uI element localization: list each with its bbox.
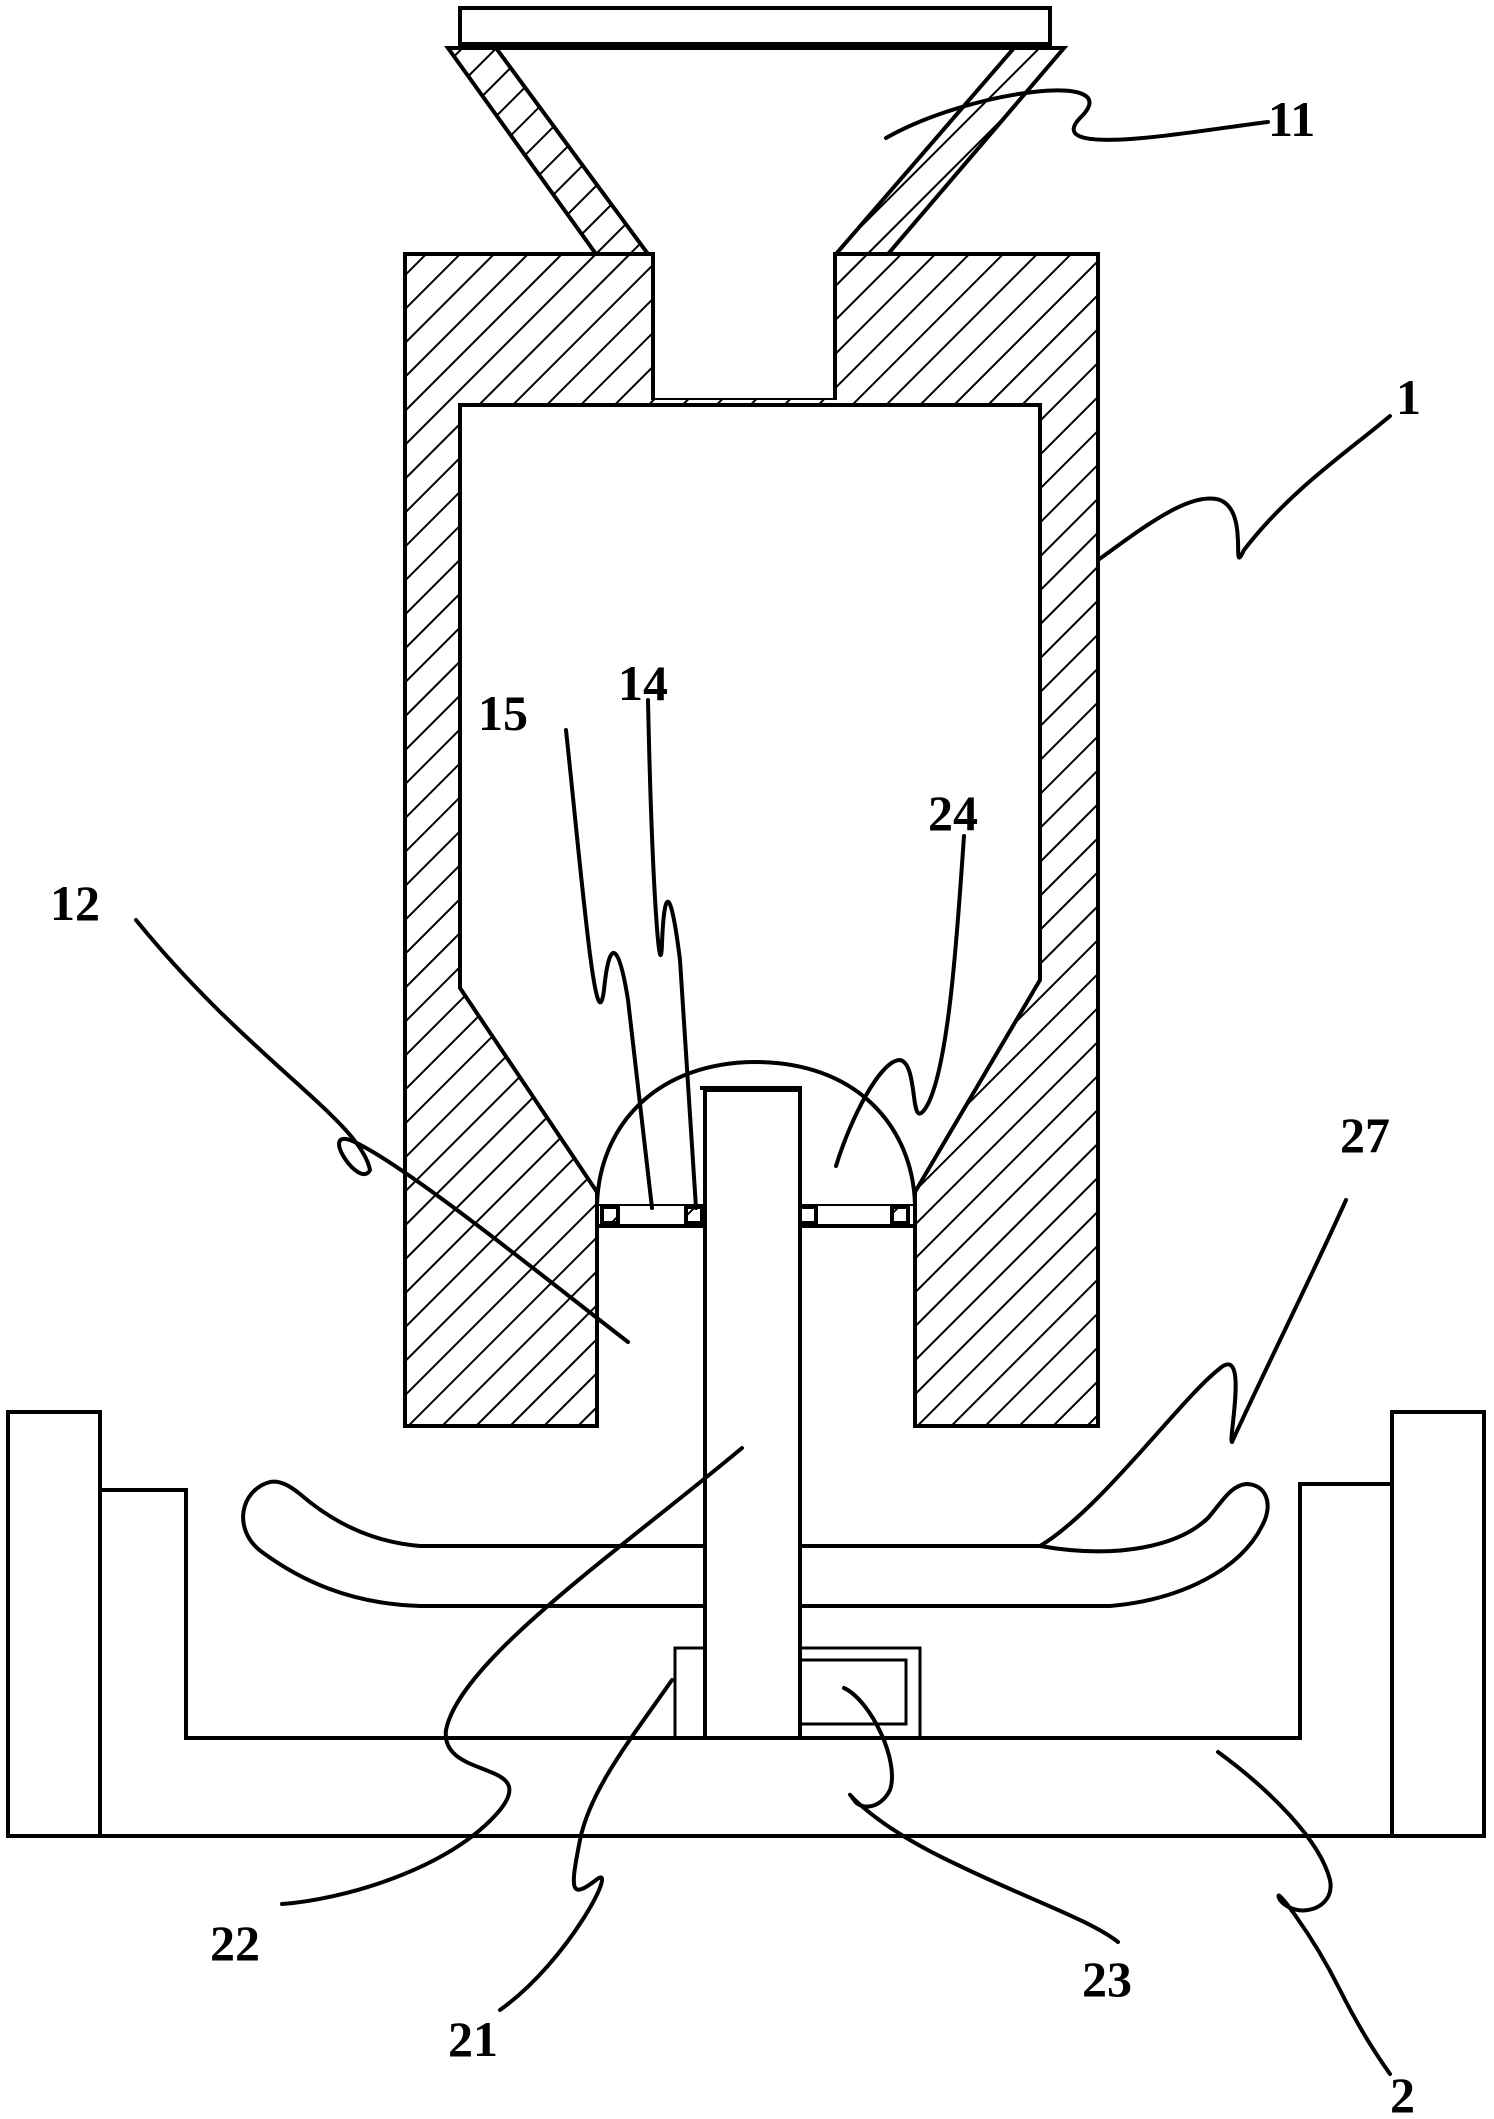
leader-2 xyxy=(1216,1750,1392,2076)
label-23: 23 xyxy=(1082,1951,1132,2007)
leader-12 xyxy=(134,918,630,1344)
label-12: 12 xyxy=(50,875,100,931)
label-1: 1 xyxy=(1396,369,1421,425)
label-2: 2 xyxy=(1390,2067,1415,2119)
leader-lines xyxy=(134,88,1392,2076)
label-14: 14 xyxy=(618,655,668,711)
funnel-left-wall xyxy=(444,46,652,256)
label-22: 22 xyxy=(210,1915,260,1971)
base xyxy=(6,1410,1486,1838)
leader-11 xyxy=(884,88,1270,142)
label-15: 15 xyxy=(478,685,528,741)
leader-21 xyxy=(498,1678,674,2012)
housing-inlet xyxy=(653,254,835,398)
label-24: 24 xyxy=(928,785,978,841)
leader-23 xyxy=(842,1686,1120,1944)
leader-15 xyxy=(564,728,654,1210)
leader-14 xyxy=(646,698,698,1210)
part-labels: 11 1 15 14 24 12 27 22 23 21 2 xyxy=(50,91,1421,2119)
leader-1 xyxy=(1096,414,1392,562)
rotating-shaft xyxy=(703,1088,802,1740)
funnel-right-wall xyxy=(831,46,1069,256)
leader-22 xyxy=(280,1446,744,1906)
label-21: 21 xyxy=(448,2011,498,2067)
leader-24 xyxy=(834,834,966,1168)
funnel xyxy=(444,6,1069,256)
label-11: 11 xyxy=(1268,91,1315,147)
leader-27 xyxy=(1038,1198,1348,1548)
funnel-rim xyxy=(458,6,1052,46)
stirring-blade xyxy=(241,1479,1270,1608)
label-27: 27 xyxy=(1340,1107,1390,1163)
